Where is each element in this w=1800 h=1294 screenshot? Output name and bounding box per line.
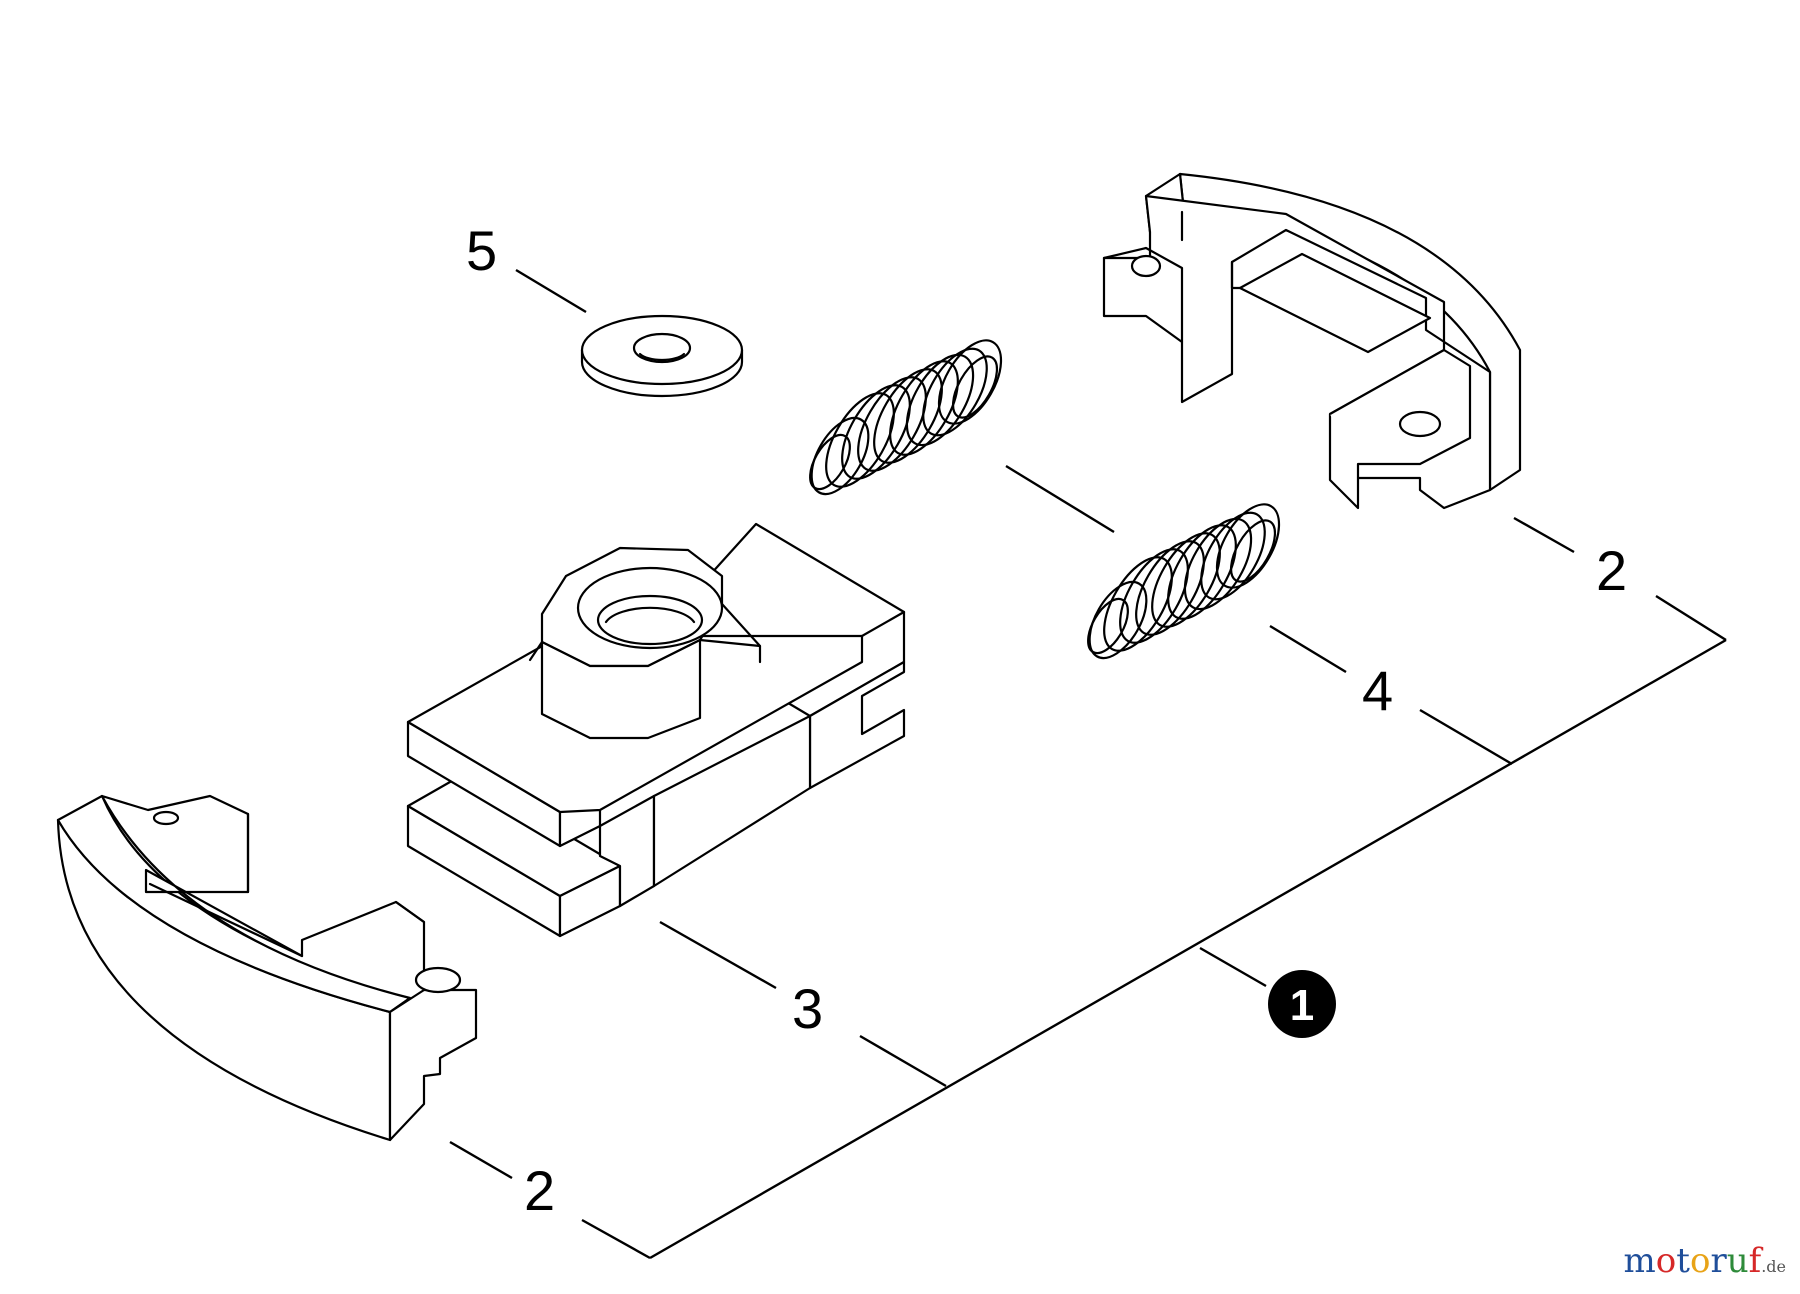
callout-item-5: 5	[466, 219, 497, 282]
callout-item-2-right: 2	[1596, 539, 1627, 602]
callout-item-1: 1	[1290, 981, 1314, 1030]
callout-item-3: 3	[792, 977, 823, 1040]
washer-part	[580, 314, 744, 398]
watermark-letter: f	[1748, 1241, 1762, 1281]
watermark-domain: .de	[1761, 1257, 1786, 1276]
watermark-logo: motoruf.de	[1624, 1244, 1786, 1278]
callout-labels: 5 4 2 3 2 1	[466, 219, 1627, 1222]
callout-item-4: 4	[1362, 659, 1393, 722]
watermark-letter: t	[1676, 1241, 1690, 1281]
callout-item-2-left: 2	[524, 1159, 555, 1222]
leader-lines	[449, 268, 1727, 1260]
spring-lower-part	[1087, 503, 1281, 660]
callout-item-1-badge: 1	[1268, 970, 1336, 1038]
watermark-letter: o	[1689, 1241, 1711, 1281]
watermark-letter: o	[1655, 1241, 1677, 1281]
watermark-word: motoruf	[1624, 1241, 1762, 1281]
watermark-letter: m	[1623, 1241, 1656, 1281]
watermark-letter: u	[1726, 1241, 1749, 1281]
clutch-hub-part	[406, 522, 906, 938]
watermark-letter: r	[1710, 1241, 1727, 1281]
clutch-shoe-right-part	[1102, 172, 1522, 510]
clutch-shoe-left-part	[56, 794, 478, 1142]
spring-upper-part	[809, 339, 1003, 496]
